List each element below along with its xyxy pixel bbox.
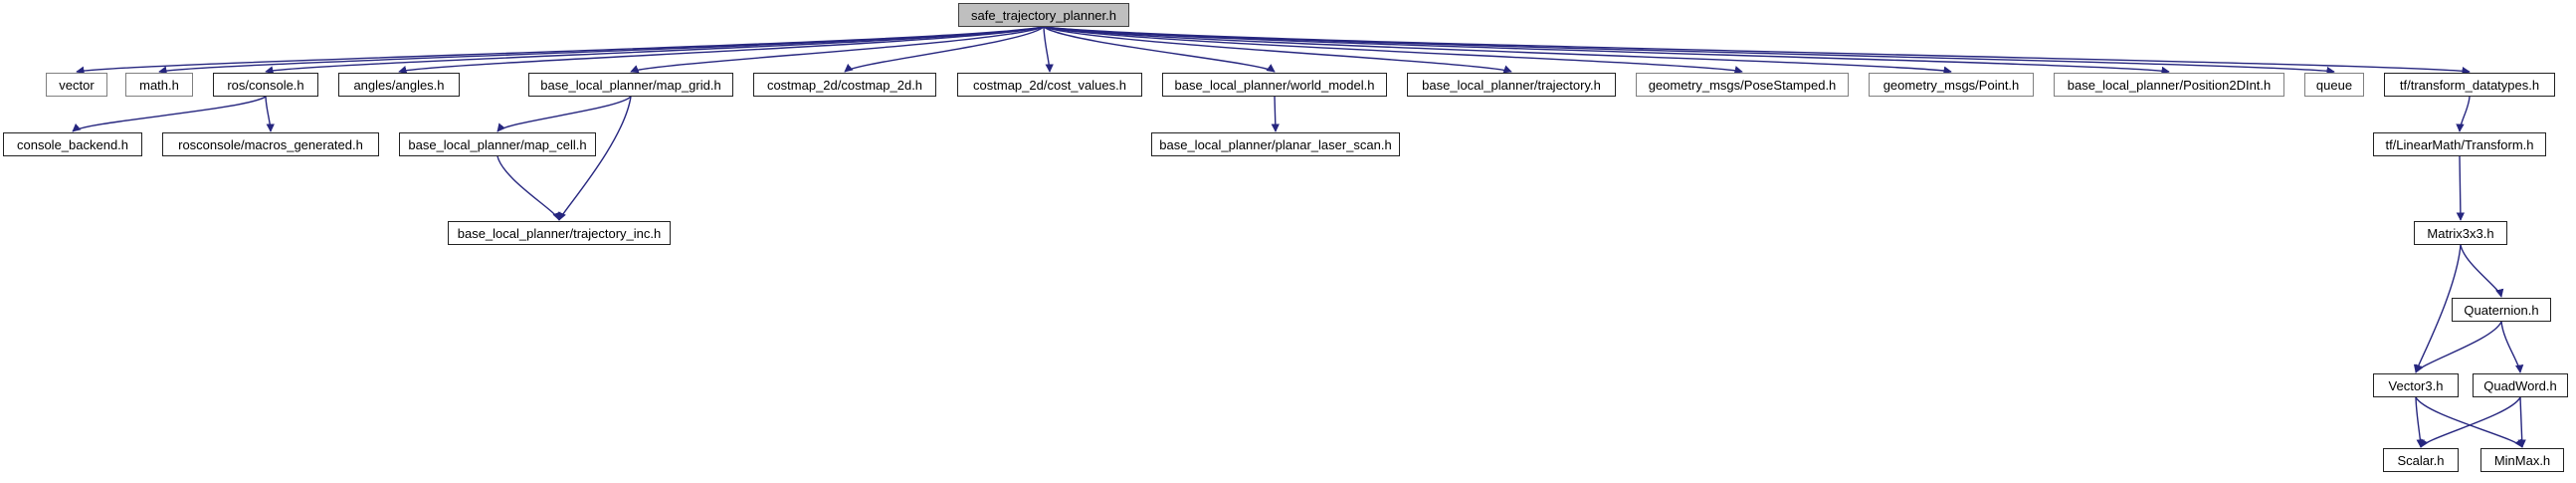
graph-node-angles[interactable]: angles/angles.h [338, 73, 460, 97]
graph-node-label: Quaternion.h [2464, 302, 2539, 318]
graph-node-label: console_backend.h [16, 136, 129, 152]
graph-node-label: base_local_planner/map_cell.h [408, 136, 587, 152]
graph-node-label: tf/LinearMath/Transform.h [2385, 136, 2534, 152]
graph-edge-quaternion-to-quadword [2500, 321, 2524, 373]
graph-edge-tftransform-to-matrix3x3 [2456, 155, 2466, 221]
graph-node-rosconsole[interactable]: ros/console.h [213, 73, 318, 97]
graph-edge-root-to-point [1043, 26, 1952, 75]
graph-node-label: base_local_planner/planar_laser_scan.h [1159, 136, 1392, 152]
graph-node-scalar[interactable]: Scalar.h [2383, 448, 2459, 472]
graph-node-point[interactable]: geometry_msgs/Point.h [1869, 73, 2034, 97]
graph-node-matrix3x3[interactable]: Matrix3x3.h [2414, 221, 2507, 245]
graph-edge-quadword-to-scalar [2420, 396, 2521, 448]
graph-node-posestamped[interactable]: geometry_msgs/PoseStamped.h [1636, 73, 1849, 97]
graph-edge-matrix3x3-to-quaternion [2460, 244, 2504, 298]
graph-node-vector[interactable]: vector [46, 73, 107, 97]
graph-node-root[interactable]: safe_trajectory_planner.h [958, 3, 1129, 27]
graph-node-mathh[interactable]: math.h [125, 73, 193, 97]
graph-edge-root-to-mapgrid [630, 26, 1045, 74]
graph-node-trajectory[interactable]: base_local_planner/trajectory.h [1407, 73, 1616, 97]
graph-node-label: geometry_msgs/PoseStamped.h [1648, 77, 1837, 93]
graph-node-minmax[interactable]: MinMax.h [2480, 448, 2564, 472]
graph-edge-root-to-costvalues [1043, 26, 1054, 73]
graph-node-label: queue [2315, 77, 2353, 93]
graph-node-vector3[interactable]: Vector3.h [2373, 373, 2459, 397]
graph-node-queue[interactable]: queue [2304, 73, 2364, 97]
graph-node-label: Matrix3x3.h [2427, 225, 2494, 241]
graph-node-position2dint[interactable]: base_local_planner/Position2DInt.h [2054, 73, 2284, 97]
graph-edge-root-to-angles [398, 26, 1045, 75]
graph-node-trajinc[interactable]: base_local_planner/trajectory_inc.h [448, 221, 671, 245]
graph-node-consolebackend[interactable]: console_backend.h [3, 132, 142, 156]
graph-node-planarlaser[interactable]: base_local_planner/planar_laser_scan.h [1151, 132, 1400, 156]
edge-paths [72, 26, 2526, 448]
graph-edge-mapgrid-to-mapcell [496, 96, 632, 132]
graph-edge-root-to-posestamped [1043, 26, 1743, 75]
graph-node-label: costmap_2d/costmap_2d.h [766, 77, 923, 93]
graph-node-label: base_local_planner/map_grid.h [540, 77, 721, 93]
graph-edge-mapcell-to-trajinc [496, 155, 561, 221]
graph-node-label: MinMax.h [2493, 452, 2551, 468]
graph-node-label: base_local_planner/Position2DInt.h [2067, 77, 2272, 93]
graph-node-tfdatatypes[interactable]: tf/transform_datatypes.h [2384, 73, 2555, 97]
graph-edge-vector3-to-scalar [2415, 396, 2425, 448]
graph-edge-root-to-rosconsole [265, 26, 1045, 75]
graph-edge-root-to-tfdatatypes [1043, 26, 2471, 76]
graph-node-costvalues[interactable]: costmap_2d/cost_values.h [957, 73, 1142, 97]
graph-node-label: Scalar.h [2397, 452, 2445, 468]
graph-node-label: base_local_planner/trajectory.h [1422, 77, 1601, 93]
graph-edge-mapgrid-to-trajinc [558, 96, 632, 221]
graph-edge-quadword-to-minmax [2517, 396, 2526, 448]
graph-node-label: angles/angles.h [353, 77, 445, 93]
graph-edge-rosconsole-to-macrosgen [265, 96, 275, 132]
graph-edge-root-to-vector [76, 26, 1045, 75]
graph-node-label: ros/console.h [227, 77, 304, 93]
graph-node-quaternion[interactable]: Quaternion.h [2452, 298, 2551, 322]
graph-edge-quaternion-to-vector3 [2415, 321, 2502, 373]
graph-node-label: costmap_2d/cost_values.h [973, 77, 1126, 93]
graph-node-tftransform[interactable]: tf/LinearMath/Transform.h [2373, 132, 2546, 156]
graph-node-label: rosconsole/macros_generated.h [178, 136, 363, 152]
graph-node-mapgrid[interactable]: base_local_planner/map_grid.h [528, 73, 733, 97]
graph-edge-root-to-trajectory [1043, 26, 1512, 74]
graph-node-label: base_local_planner/trajectory_inc.h [457, 225, 662, 241]
graph-node-label: Vector3.h [2388, 377, 2444, 393]
graph-node-label: base_local_planner/world_model.h [1174, 77, 1375, 93]
graph-node-label: tf/transform_datatypes.h [2399, 77, 2540, 93]
graph-node-label: QuadWord.h [2483, 377, 2557, 393]
graph-edge-tfdatatypes-to-tftransform [2456, 96, 2471, 132]
graph-edge-root-to-worldmodel [1043, 26, 1276, 73]
graph-node-costmap2d[interactable]: costmap_2d/costmap_2d.h [753, 73, 936, 97]
graph-node-label: geometry_msgs/Point.h [1882, 77, 2020, 93]
graph-node-label: math.h [139, 77, 179, 93]
graph-node-macrosgen[interactable]: rosconsole/macros_generated.h [162, 132, 379, 156]
graph-node-worldmodel[interactable]: base_local_planner/world_model.h [1162, 73, 1387, 97]
graph-node-label: safe_trajectory_planner.h [971, 7, 1116, 23]
graph-node-mapcell[interactable]: base_local_planner/map_cell.h [399, 132, 596, 156]
graph-node-label: vector [59, 77, 95, 93]
graph-edge-root-to-position2dint [1043, 26, 2170, 76]
graph-edge-worldmodel-to-planarlaser [1271, 96, 1280, 132]
graph-node-quadword[interactable]: QuadWord.h [2473, 373, 2568, 397]
graph-edge-rosconsole-to-consolebackend [72, 96, 267, 132]
graph-edge-root-to-costmap2d [844, 26, 1045, 73]
